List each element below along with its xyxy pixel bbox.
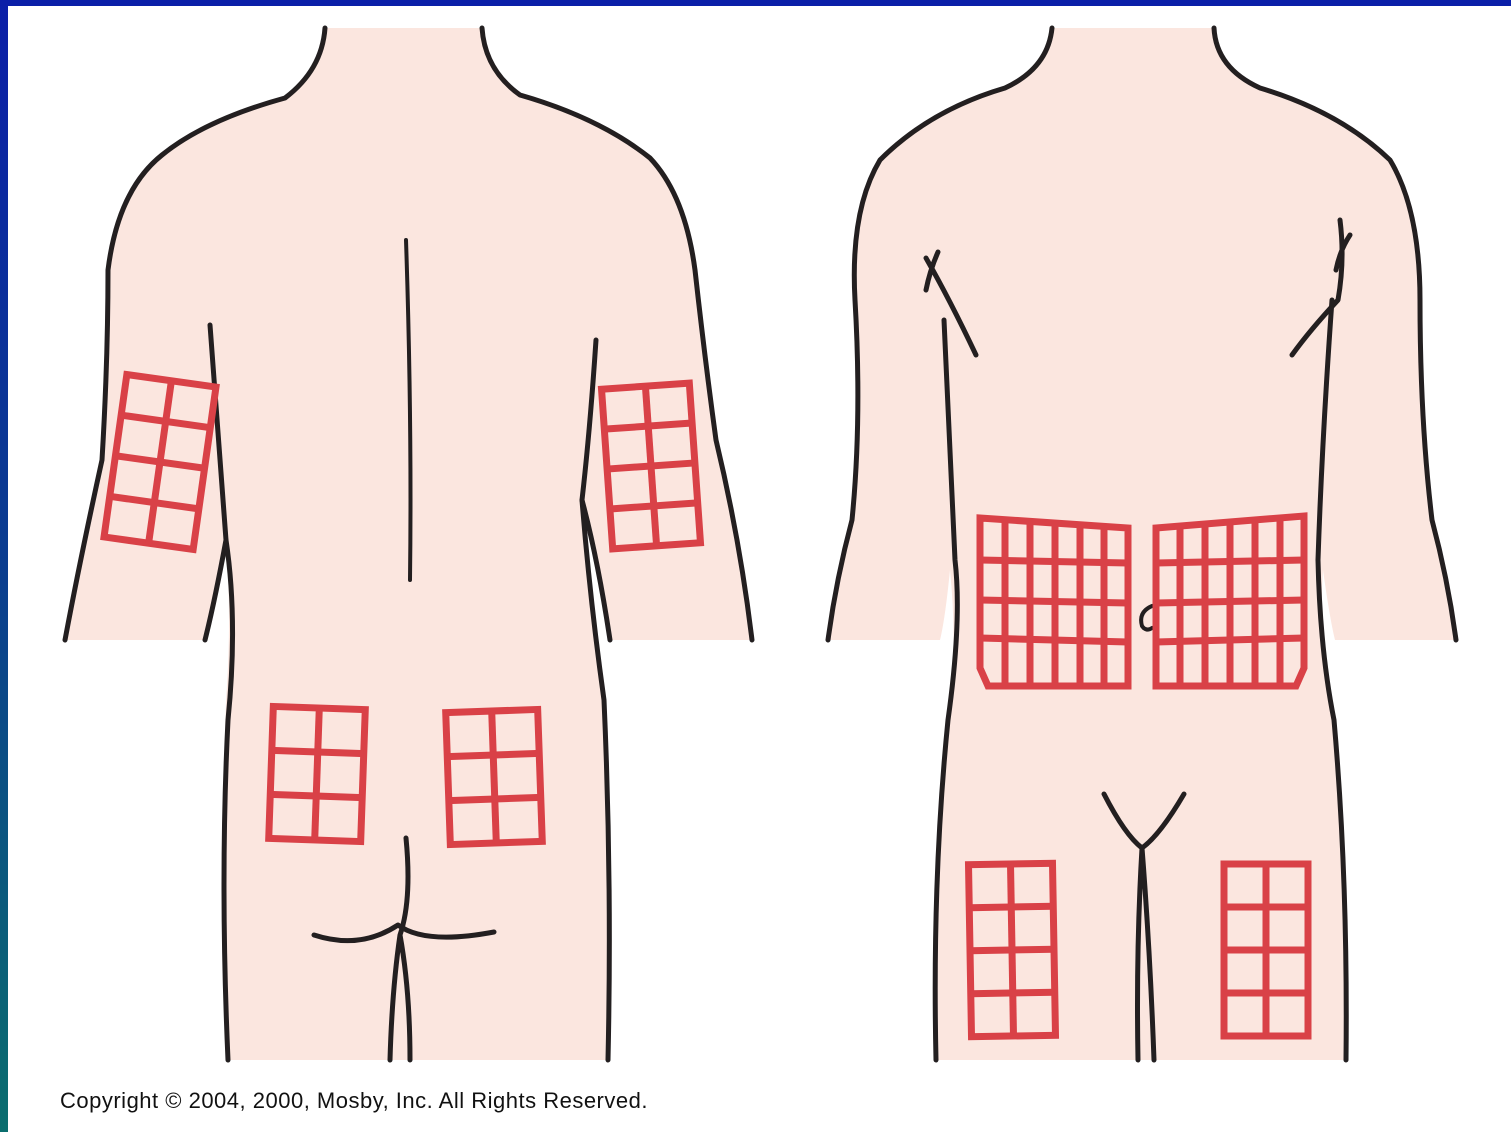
injection-site-right-abdomen [1156, 516, 1304, 686]
copyright-notice: Copyright © 2004, 2000, Mosby, Inc. All … [60, 1088, 648, 1114]
back-view-figure [65, 28, 752, 1060]
injection-site-left-abdomen [980, 518, 1128, 686]
front-view-figure [828, 28, 1456, 1060]
front-body-silhouette [828, 28, 1456, 1060]
